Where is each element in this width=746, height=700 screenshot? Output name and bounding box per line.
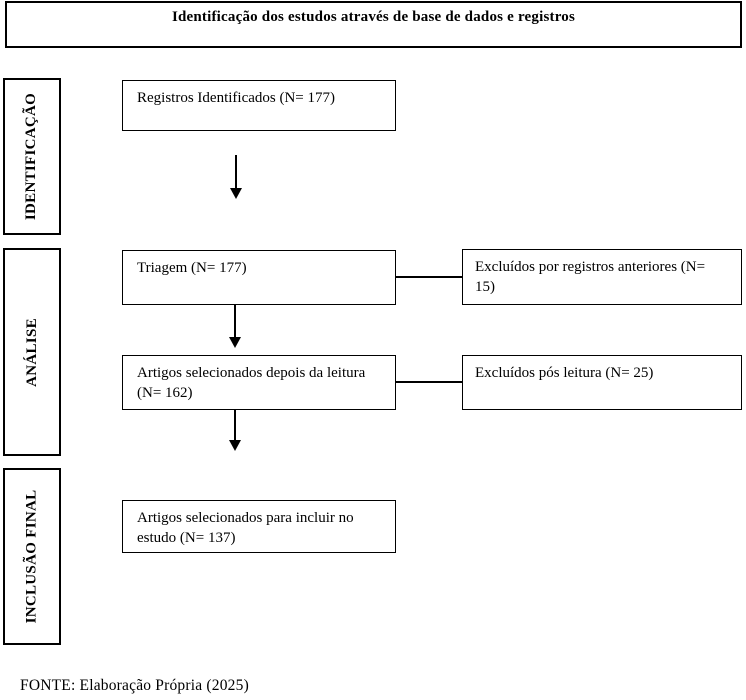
arrow-head — [228, 440, 241, 451]
stage-box-analise: ANÁLISE — [3, 248, 61, 456]
exclusion-box-pos-leitura: Excluídos pós leitura (N= 25) — [462, 355, 742, 410]
down-arrow-icon — [228, 409, 241, 451]
stage-label-analise: ANÁLISE — [23, 317, 40, 387]
flow-box-label: Artigos selecionados para incluir no est… — [137, 510, 354, 546]
exclusion-box-registros-anteriores: Excluídos por registros anteriores (N= 1… — [462, 249, 742, 305]
source-note: FONTE: Elaboração Própria (2025) — [20, 677, 249, 694]
flow-box-triagem: Triagem (N= 177) — [122, 250, 396, 305]
stage-box-identificacao: IDENTIFICAÇÃO — [3, 78, 61, 235]
diagram-title: Identificação dos estudos através de bas… — [171, 9, 576, 25]
exclusion-box-label: Excluídos pós leitura (N= 25) — [475, 365, 654, 381]
flow-box-selecionados-pos-leitura: Artigos selecionados depois da leitura (… — [122, 355, 396, 410]
arrow-line — [234, 155, 237, 188]
connector-line-leitura-exclusion — [395, 381, 463, 383]
flow-box-incluidos-no-estudo: Artigos selecionados para incluir no est… — [122, 500, 396, 553]
arrow-line — [233, 409, 236, 440]
connector-line-triagem-exclusion — [395, 276, 463, 278]
flow-box-label: Artigos selecionados depois da leitura (… — [137, 365, 366, 401]
stage-label-identificacao: IDENTIFICAÇÃO — [23, 92, 40, 221]
flow-box-registros-identificados: Registros Identificados (N= 177) — [122, 80, 396, 131]
exclusion-box-label: Excluídos por registros anteriores (N= 1… — [475, 259, 706, 295]
arrow-line — [233, 304, 236, 337]
arrow-head — [229, 188, 242, 199]
flow-box-label: Registros Identificados (N= 177) — [137, 90, 336, 106]
title-box: Identificação dos estudos através de bas… — [5, 1, 742, 48]
stage-label-inclusao-final: INCLUSÃO FINAL — [23, 489, 40, 624]
down-arrow-icon — [228, 304, 241, 348]
arrow-head — [228, 337, 241, 348]
down-arrow-icon — [229, 155, 242, 199]
flow-box-label: Triagem (N= 177) — [137, 260, 247, 276]
stage-box-inclusao-final: INCLUSÃO FINAL — [3, 468, 61, 645]
